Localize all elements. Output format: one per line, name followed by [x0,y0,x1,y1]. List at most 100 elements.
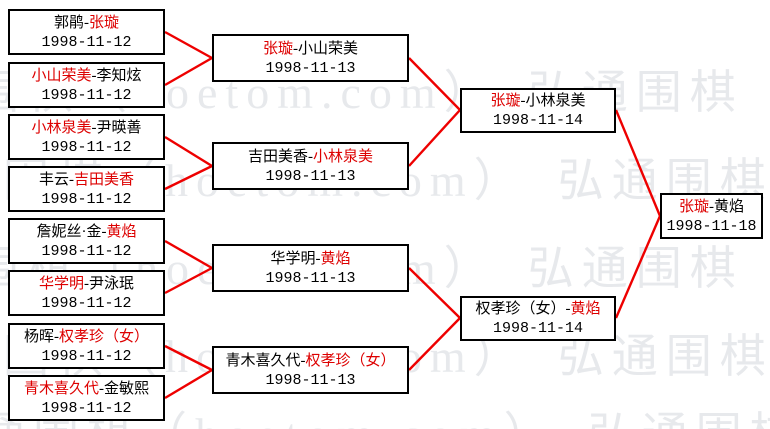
vs-separator: - [293,40,298,57]
player-name: 小山荣美 [298,40,359,57]
match-date: 1998-11-13 [265,269,356,287]
match-box-r16-1: 郭鹃-张璇 1998-11-12 [8,9,165,55]
match-box-r16-4: 丰云-吉田美香 1998-11-12 [8,166,165,212]
match-date: 1998-11-14 [492,320,583,337]
vs-separator: - [91,119,97,136]
player-name: 黄焰 [106,223,137,240]
match-date: 1998-11-13 [265,371,356,389]
vs-separator: - [69,171,74,188]
match-players: 青木喜久代-权孝珍（女） [214,351,407,371]
connector-line [164,239,213,270]
player-name: 青木喜久代 [23,380,99,397]
match-date: 1998-11-18 [666,217,757,235]
match-box-qf-4: 青木喜久代-权孝珍（女） 1998-11-13 [212,346,409,394]
connector-line [614,215,662,319]
player-name: 尹泳珉 [89,275,135,292]
player-name: 杨晖 [23,328,54,345]
player-name: 张璇 [678,198,709,215]
connector-line [408,109,461,167]
match-date: 1998-11-12 [41,242,132,260]
match-date: 1998-11-12 [41,399,132,417]
player-name: 权孝珍（女） [305,352,396,369]
match-date: 1998-11-12 [41,138,132,156]
match-box-qf-1: 张璇-小山荣美 1998-11-13 [212,34,409,82]
player-name: 青木喜久代 [225,352,301,369]
connector-line [164,368,213,400]
vs-separator: - [565,301,571,317]
match-date: 1998-11-12 [41,190,132,208]
connector-line [614,109,662,217]
vs-separator: - [54,328,59,345]
match-date: 1998-11-12 [41,86,132,104]
player-name: 权孝珍（女） [59,328,150,345]
connector-line [164,56,213,87]
match-players: 华学明-黄焰 [214,249,407,269]
match-box-sf-2: 权孝珍（女）-黄焰 1998-11-14 [460,296,616,341]
player-name: 詹妮丝·金 [36,223,102,240]
vs-separator: - [84,275,89,292]
player-name: 华学明 [270,250,316,267]
player-name: 郭鹃 [53,14,84,31]
match-players: 权孝珍（女）-黄焰 [462,299,614,319]
player-name: 张璇 [490,93,521,109]
player-name: 吉田美香 [247,148,308,165]
vs-separator: - [315,250,321,267]
vs-separator: - [300,352,306,369]
match-box-r16-7: 杨晖-权孝珍（女） 1998-11-12 [8,323,165,369]
vs-separator: - [99,380,104,397]
player-name: 小林泉美 [525,93,586,109]
match-box-r16-3: 小林泉美-尹暎善 1998-11-12 [8,114,165,160]
connector-line [408,317,461,371]
match-box-sf-1: 张璇-小林泉美 1998-11-14 [460,88,616,133]
player-name: 黄焰 [320,250,351,267]
match-box-r16-2: 小山荣美-李知炫 1998-11-12 [8,62,165,108]
connector-line [164,344,213,372]
match-box-qf-3: 华学明-黄焰 1998-11-13 [212,244,409,292]
vs-separator: - [101,223,107,240]
match-box-qf-2: 吉田美香-小林泉美 1998-11-13 [212,142,409,190]
match-players: 丰云-吉田美香 [10,170,163,190]
match-players: 张璇-小林泉美 [462,91,614,111]
connector-line [408,267,461,319]
match-players: 小林泉美-尹暎善 [10,118,163,138]
vs-separator: - [84,14,89,31]
match-box-r16-8: 青木喜久代-金敏熙 1998-11-12 [8,375,165,421]
connector-line [164,30,213,60]
match-date: 1998-11-13 [265,59,356,77]
match-date: 1998-11-12 [41,294,132,312]
vs-separator: - [520,93,526,109]
player-name: 丰云 [38,171,69,188]
vs-separator: - [91,67,97,84]
match-date: 1998-11-14 [492,112,583,129]
match-players: 小山荣美-李知炫 [10,66,163,86]
connector-line [408,57,461,111]
player-name: 小林泉美 [31,119,92,136]
match-players: 郭鹃-张璇 [10,13,163,33]
match-players: 华学明-尹泳珉 [10,274,163,294]
vs-separator: - [308,148,313,165]
player-name: 华学明 [38,275,84,292]
match-players: 詹妮丝·金-黄焰 [10,222,163,242]
player-name: 黄焰 [714,198,745,215]
match-date: 1998-11-12 [41,347,132,365]
player-name: 尹暎善 [96,119,142,136]
match-players: 张璇-小山荣美 [214,39,407,59]
match-box-r16-5: 詹妮丝·金-黄焰 1998-11-12 [8,218,165,264]
match-players: 青木喜久代-金敏熙 [10,379,163,399]
match-players: 吉田美香-小林泉美 [214,147,407,167]
player-name: 张璇 [262,40,293,57]
connector-line [164,164,213,191]
player-name: 权孝珍（女） [475,301,566,317]
player-name: 小山荣美 [31,67,92,84]
match-players: 张璇-黄焰 [662,197,761,217]
player-name: 小林泉美 [313,148,374,165]
match-box-r16-6: 华学明-尹泳珉 1998-11-12 [8,270,165,316]
connector-line [164,135,213,168]
connector-line [164,266,213,295]
match-date: 1998-11-12 [41,33,132,51]
match-date: 1998-11-13 [265,167,356,185]
vs-separator: - [709,198,714,215]
player-name: 李知炫 [96,67,142,84]
